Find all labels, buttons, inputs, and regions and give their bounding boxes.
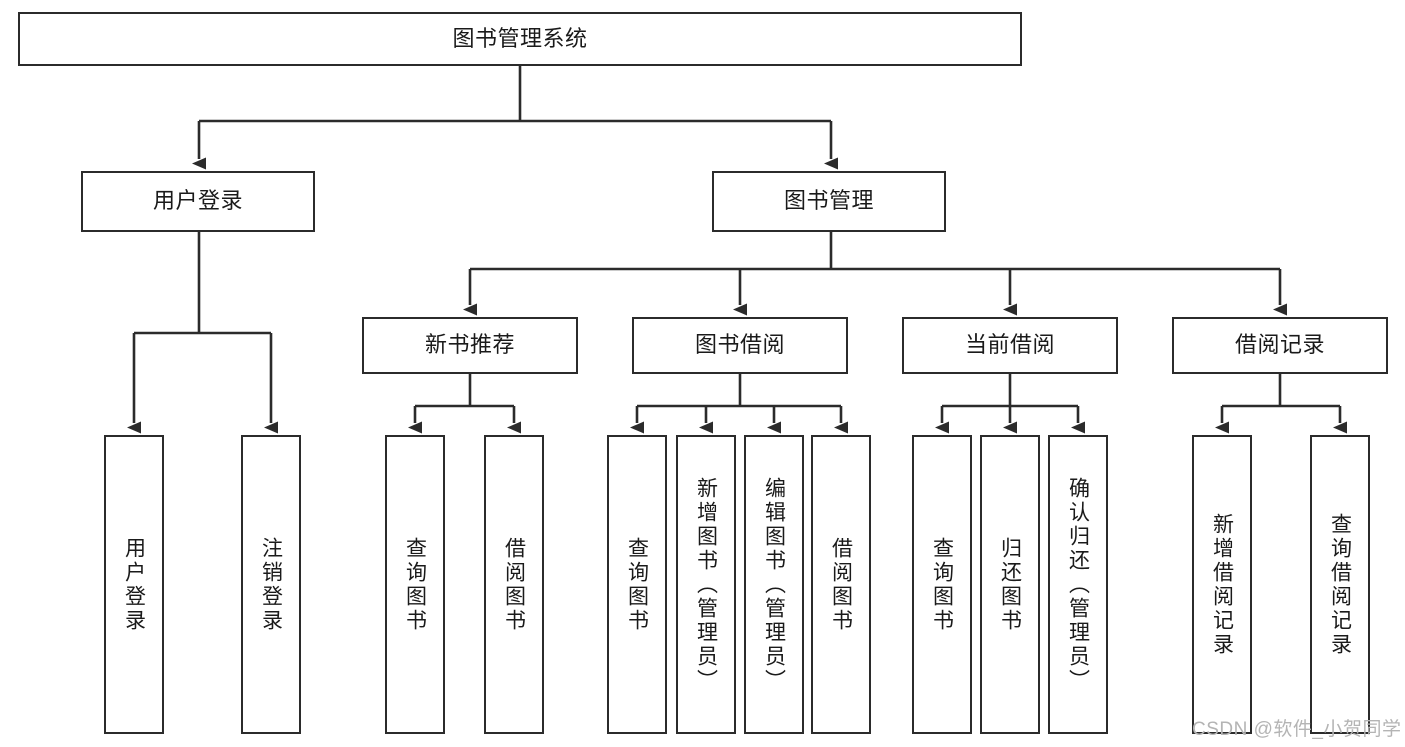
leaf-user-login[interactable]: 用户登录 (104, 435, 164, 734)
node-current-borrow[interactable]: 当前借阅 (902, 317, 1118, 374)
node-label: 查询借阅记录 (1328, 512, 1352, 657)
node-label: 图书管理系统 (452, 25, 588, 51)
node-new-book-recommend[interactable]: 新书推荐 (362, 317, 578, 374)
node-label: 新书推荐 (424, 332, 515, 358)
node-label: 借阅图书 (502, 536, 526, 633)
node-label: 新增借阅记录 (1210, 512, 1234, 657)
leaf-confirm-return-admin[interactable]: 确认归还（管理员） (1048, 435, 1108, 734)
node-label: 借阅记录 (1234, 332, 1325, 358)
node-label: 图书借阅 (694, 332, 785, 358)
node-label: 用户登录 (122, 536, 146, 633)
node-label: 确认归还（管理员） (1066, 476, 1090, 693)
node-book-borrow[interactable]: 图书借阅 (632, 317, 848, 374)
node-label: 查询图书 (930, 536, 954, 633)
node-label: 归还图书 (998, 536, 1022, 633)
leaf-add-book-admin[interactable]: 新增图书（管理员） (676, 435, 736, 734)
watermark-text: CSDN @软件_小贺同学 (1192, 719, 1402, 740)
leaf-return-book[interactable]: 归还图书 (980, 435, 1040, 734)
node-label: 当前借阅 (964, 332, 1055, 358)
leaf-query-borrow-record[interactable]: 查询借阅记录 (1310, 435, 1370, 734)
node-label: 查询图书 (625, 536, 649, 633)
node-label: 编辑图书（管理员） (762, 476, 786, 693)
node-label: 注销登录 (259, 536, 283, 633)
leaf-query-book-1[interactable]: 查询图书 (385, 435, 445, 734)
node-label: 图书管理 (783, 188, 874, 214)
leaf-add-borrow-record[interactable]: 新增借阅记录 (1192, 435, 1252, 734)
leaf-logout-login[interactable]: 注销登录 (241, 435, 301, 734)
node-label: 用户登录 (152, 188, 243, 214)
node-label: 借阅图书 (829, 536, 853, 633)
leaf-query-book-3[interactable]: 查询图书 (912, 435, 972, 734)
node-user-login[interactable]: 用户登录 (81, 171, 315, 232)
leaf-edit-book-admin[interactable]: 编辑图书（管理员） (744, 435, 804, 734)
node-label: 查询图书 (403, 536, 427, 633)
node-root-book-management-system[interactable]: 图书管理系统 (18, 12, 1022, 66)
node-label: 新增图书（管理员） (694, 476, 718, 693)
leaf-borrow-book-2[interactable]: 借阅图书 (811, 435, 871, 734)
node-borrow-record[interactable]: 借阅记录 (1172, 317, 1388, 374)
node-book-management[interactable]: 图书管理 (712, 171, 946, 232)
leaf-borrow-book-1[interactable]: 借阅图书 (484, 435, 544, 734)
leaf-query-book-2[interactable]: 查询图书 (607, 435, 667, 734)
